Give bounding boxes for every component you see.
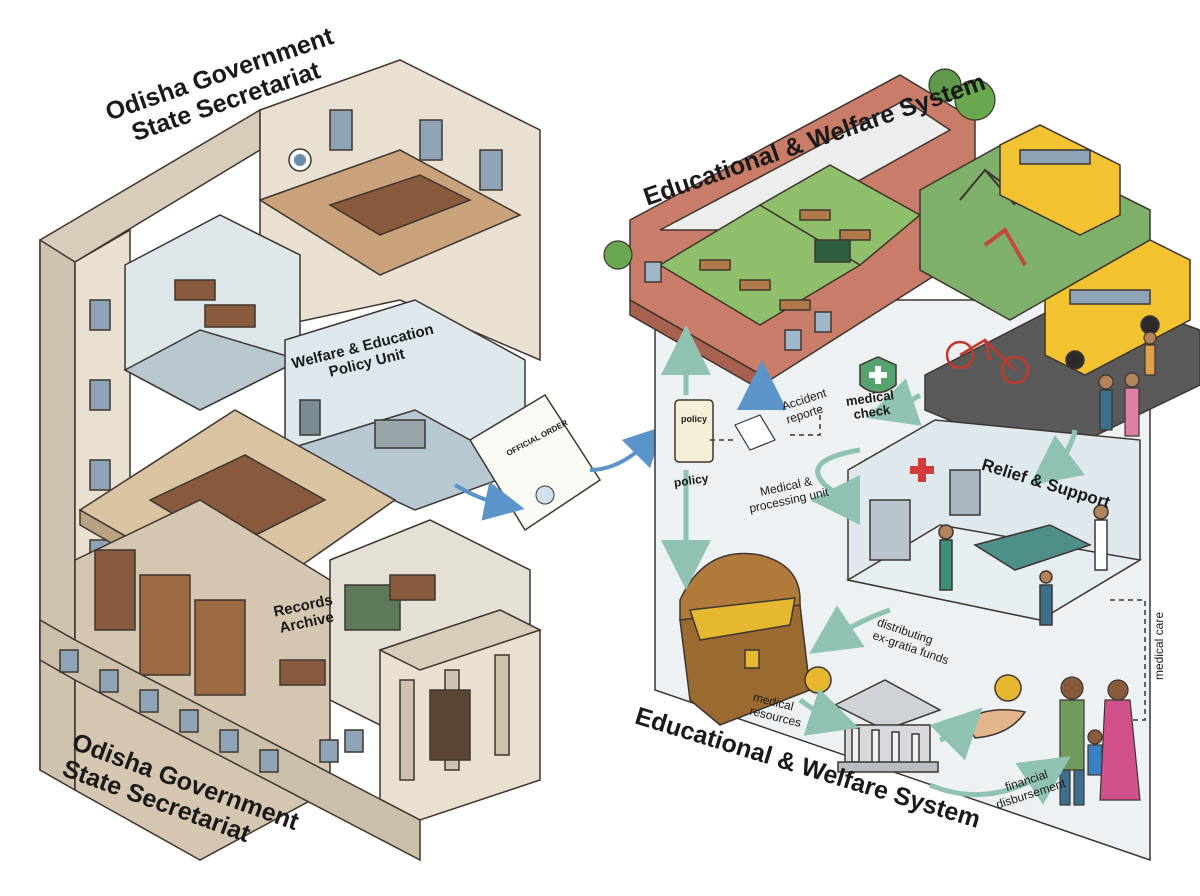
emblem-icon (288, 148, 312, 172)
coin-icon (804, 666, 1022, 702)
school-bus-icon (999, 124, 1191, 376)
policy-scroll-text: policy (681, 414, 708, 424)
trees (603, 68, 996, 270)
red-cross-icon (910, 458, 934, 482)
bystanders (1098, 331, 1157, 437)
accident-report-document (734, 414, 776, 451)
treasure-chest-icon (679, 552, 811, 726)
secretariat-building (39, 59, 542, 862)
medical-care-label: medical care (1152, 611, 1166, 680)
bicycle-icon (945, 338, 1030, 385)
family (1059, 676, 1141, 806)
bank-icon (833, 679, 942, 773)
official-order-document (468, 393, 602, 532)
policy-scroll (674, 399, 714, 463)
dashed-connectors (710, 410, 1146, 721)
flow-arrow-order-to-policy (589, 425, 665, 472)
school-building (629, 74, 976, 397)
flow-arrows (661, 325, 1086, 805)
slide (983, 227, 1027, 266)
flow-arrow-policy-unit-to-order (453, 481, 525, 521)
